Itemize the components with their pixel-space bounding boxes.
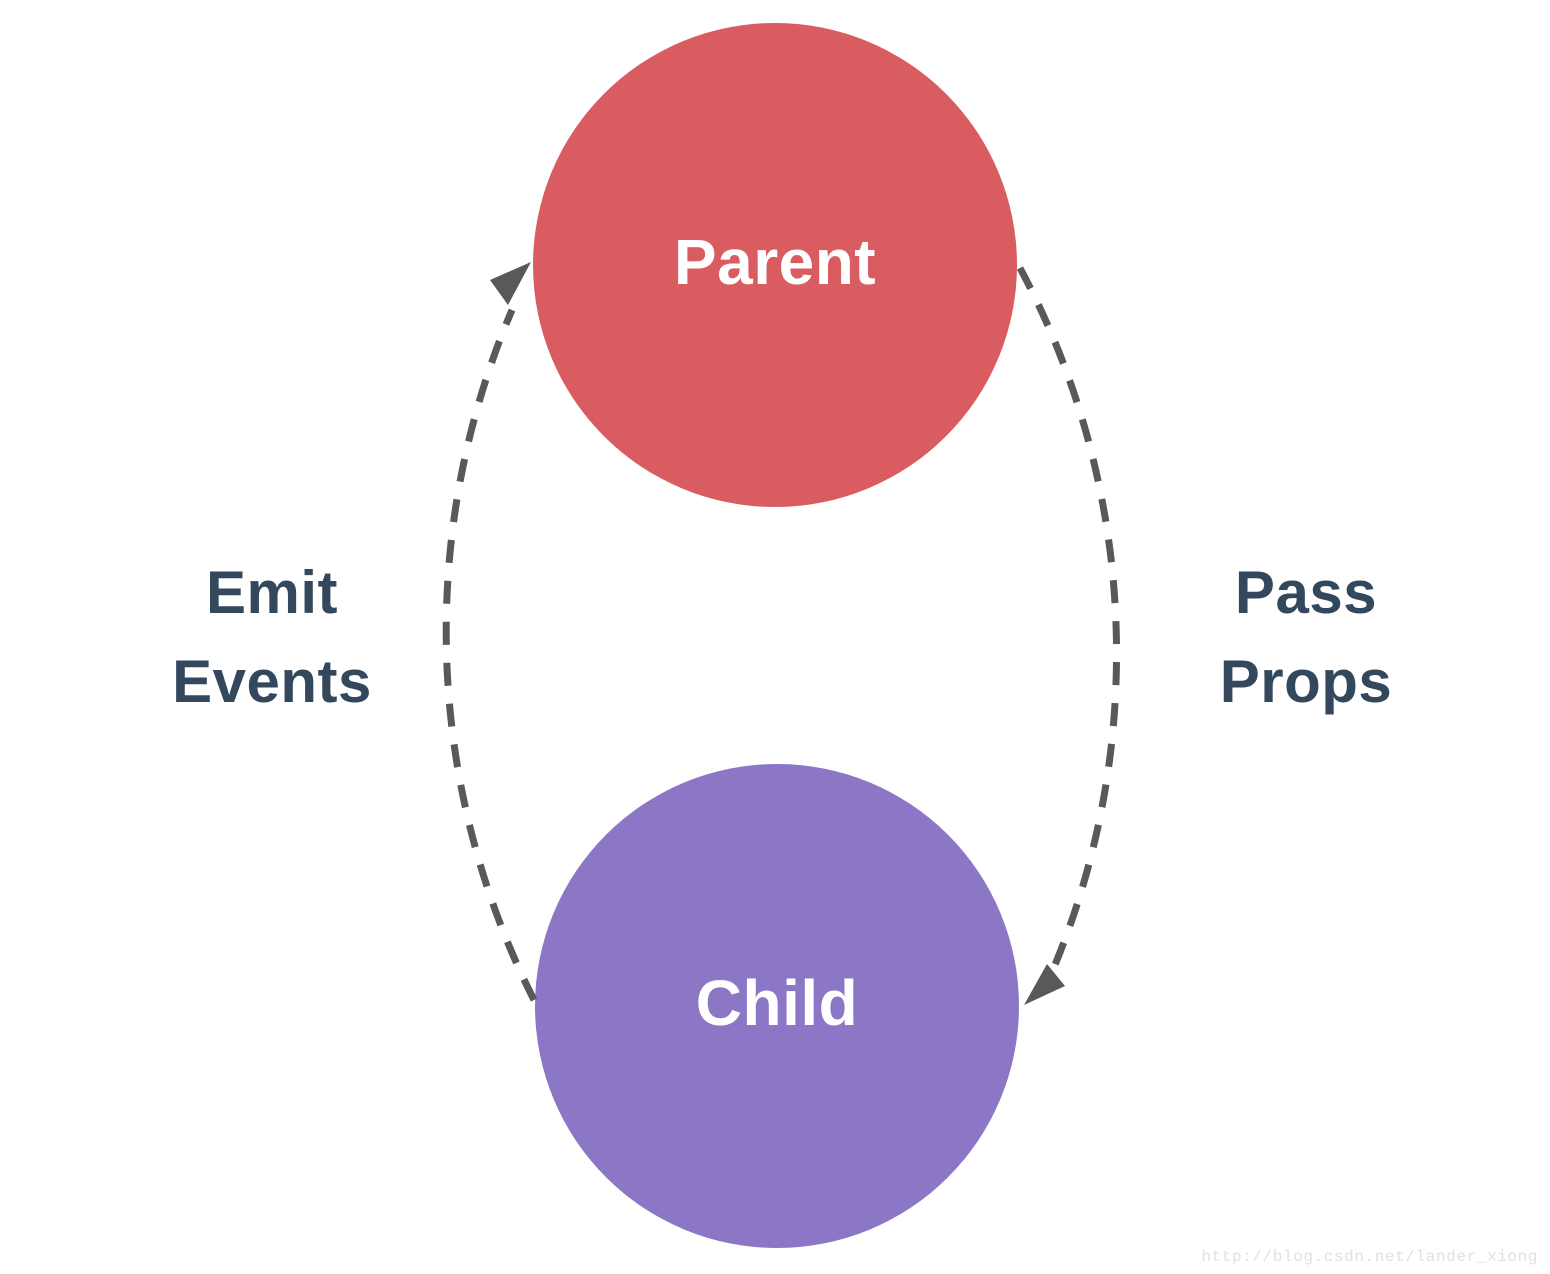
pass-props-arrow-path	[1016, 266, 1121, 974]
child-node-label: Child	[695, 967, 859, 1040]
parent-node-circle	[533, 23, 1017, 507]
parent-node-label: Parent	[673, 226, 877, 299]
pass-props-label: Pass Props	[1220, 548, 1393, 726]
pass-props-label-line1: Pass	[1234, 559, 1378, 626]
pass-props-label-line2: Props	[1219, 648, 1393, 715]
emit-events-label-line1: Emit	[205, 559, 339, 626]
emit-events-arrowhead-icon	[490, 262, 531, 305]
watermark-url: http://blog.csdn.net/lander_xiong	[1201, 1248, 1538, 1266]
emit-events-arrow-path	[442, 308, 538, 1002]
emit-events-label-line2: Events	[172, 648, 372, 715]
emit-events-label: Emit Events	[172, 548, 372, 726]
pass-props-arrowhead-icon	[1024, 964, 1065, 1005]
child-node-circle	[535, 764, 1019, 1248]
